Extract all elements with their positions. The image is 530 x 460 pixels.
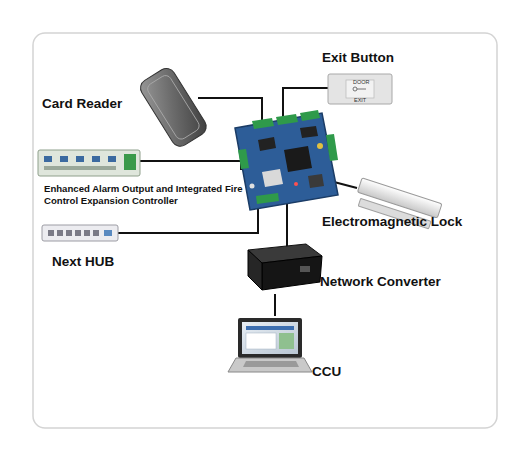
port: [104, 230, 112, 236]
device-node: Card Reader: [40, 62, 205, 146]
device-label: Enhanced Alarm Output and Integrated Fir…: [44, 183, 270, 207]
wire: [118, 206, 258, 233]
chip: [308, 174, 324, 188]
terminal-block: [326, 134, 338, 161]
led: [294, 182, 298, 186]
device-node: Network Converter: [236, 244, 460, 294]
device-node: Enhanced Alarm Output and Integrated Fir…: [36, 146, 270, 214]
capacitor: [250, 184, 255, 189]
reader-rim: [145, 73, 201, 141]
component: [76, 156, 84, 162]
device-node: Electromagnetic Lock: [320, 182, 490, 238]
port: [57, 230, 63, 236]
reader-body: [137, 65, 209, 150]
component: [44, 166, 116, 170]
converter-device: [248, 244, 322, 290]
button-plate: [328, 74, 392, 104]
terminal-block: [256, 193, 279, 204]
chip: [300, 126, 318, 138]
device-label: Next HUB: [52, 254, 114, 269]
key-icon: [357, 89, 366, 90]
terminal-block: [300, 110, 320, 121]
plate-text: DOOR: [353, 80, 370, 86]
plate-text: EXIT: [354, 98, 366, 104]
chip: [284, 146, 312, 172]
hub-device: [42, 225, 118, 241]
controller-board: [235, 110, 338, 210]
port: [75, 230, 81, 236]
capacitor: [317, 143, 323, 149]
device-label: Card Reader: [42, 96, 122, 111]
wire: [140, 161, 241, 170]
wire: [286, 204, 288, 248]
screen-table: [246, 333, 276, 349]
wire: [198, 98, 262, 122]
expansion-board-device: [38, 150, 140, 176]
port: [66, 230, 72, 236]
port: [300, 266, 310, 272]
terminal-block: [238, 149, 249, 169]
laptop-lid: [238, 318, 302, 358]
pcb: [235, 113, 338, 210]
terminal-block: [252, 118, 274, 129]
button-face: [346, 80, 374, 98]
device-node: Next HUB: [40, 222, 130, 272]
wire: [334, 182, 357, 188]
port: [84, 230, 90, 236]
device-label: Exit Button: [322, 50, 394, 65]
screen-bar: [246, 326, 294, 330]
device-label: Electromagnetic Lock: [322, 214, 462, 229]
connector-line: [274, 294, 276, 316]
frame-border: [33, 33, 497, 428]
card-reader-device: [137, 65, 209, 150]
laptop-base: [228, 358, 312, 372]
converter-front: [262, 256, 322, 290]
component: [92, 156, 100, 162]
device-node: CCU: [226, 316, 346, 380]
converter-side: [248, 250, 262, 290]
hub-body: [42, 225, 118, 241]
expansion-pcb: [38, 150, 140, 176]
key-icon: [353, 87, 357, 91]
component: [44, 156, 52, 162]
port: [48, 230, 54, 236]
relay: [262, 169, 283, 187]
keyboard: [243, 361, 299, 367]
component: [108, 156, 116, 162]
terminal-block: [276, 114, 298, 125]
laptop-screen: [242, 322, 298, 354]
exit-button-device: [328, 74, 392, 104]
port: [93, 230, 99, 236]
device-label: Network Converter: [320, 274, 441, 289]
device-label: CCU: [312, 364, 341, 379]
terminal-block: [124, 154, 136, 170]
laptop-device: [228, 318, 312, 372]
screen-panel: [279, 333, 294, 349]
chip: [258, 137, 276, 151]
connector: [275, 294, 276, 316]
component: [60, 156, 68, 162]
